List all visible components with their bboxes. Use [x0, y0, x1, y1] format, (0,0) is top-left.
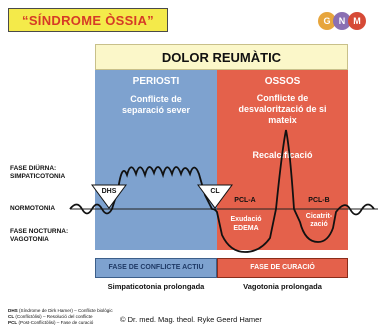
phase-healing-text: FASE DE CURACIÓ — [250, 264, 315, 271]
fase-nocturna-sub: VAGOTONIA — [10, 236, 49, 243]
phase-active-text: FASE DE CONFLICTE ACTIU — [108, 264, 204, 271]
pcl-a-label: PCL-A — [234, 197, 256, 204]
periosti-title: PERIOSTI — [132, 76, 180, 87]
legend-pcl-key: PCL — [8, 320, 18, 325]
header-dolor-reumatic: DOLOR REUMÀTIC — [95, 44, 348, 70]
legend-cl-text: (Conflictòlisi) – Resolució del conflict… — [15, 314, 93, 319]
fase-diurna-sub: SIMPATICOTONIA — [10, 173, 66, 180]
edema-label: EDEMA — [233, 225, 259, 232]
header-text: DOLOR REUMÀTIC — [161, 49, 282, 65]
wave-curve — [69, 129, 375, 253]
dhs-marker — [91, 184, 127, 209]
exudacio-label: Exudació — [230, 216, 262, 223]
legend-dhs: DHS (Síndrome de Dirk Hamer) – Conflicte… — [8, 308, 113, 314]
ossos-title: OSSOS — [264, 76, 301, 87]
logo-letter-n: N — [338, 16, 346, 26]
title-box: “SÍNDROME ÒSSIA” — [8, 8, 168, 32]
legend-cl: CL (Conflictòlisi) – Resolució del confl… — [8, 314, 113, 320]
logo-circle-n: N — [333, 12, 351, 30]
phase-active-bar: FASE DE CONFLICTE ACTIU — [95, 258, 217, 278]
fase-diurna-title: FASE DIÜRNA: — [10, 165, 57, 172]
cl-label: CL — [210, 188, 220, 195]
logo-circle-g: G — [318, 12, 336, 30]
phase-healing-bar: FASE DE CURACIÓ — [217, 258, 348, 278]
fase-nocturna-label: FASE NOCTURNA: VAGOTONIA — [10, 228, 68, 244]
legend: DHS (Síndrome de Dirk Hamer) – Conflicte… — [8, 308, 113, 326]
legend-cl-key: CL — [8, 314, 15, 319]
simpaticotonia-prolongada: Simpaticotonia prolongada — [107, 282, 205, 291]
periosti-text: Conflicte de separació sever — [121, 94, 191, 115]
copyright: © Dr. med. Mag. theol. Ryke Geerd Hamer — [120, 315, 262, 324]
fase-diurna-label: FASE DIÜRNA: SIMPATICOTONIA — [10, 165, 65, 181]
cicatritzacio-label: Cicatrit- zació — [305, 213, 333, 228]
vagotonia-prolongada: Vagotonia prolongada — [243, 282, 322, 291]
legend-dhs-key: DHS — [8, 308, 18, 313]
logo-letter-g: G — [323, 16, 331, 26]
dhs-label: DHS — [101, 188, 117, 195]
ossos-text: Conflicte de desvalorització de si matei… — [238, 93, 327, 125]
logo-letter-m: M — [353, 16, 361, 26]
legend-pcl: PCL (Post-Conflictòlisi) – Fase de curac… — [8, 320, 113, 326]
ossos-panel — [217, 70, 348, 190]
pcl-b-label: PCL-B — [308, 197, 330, 204]
legend-dhs-text: (Síndrome de Dirk Hamer) – Conflicte bio… — [18, 308, 113, 313]
normotonia-label: NORMOTONIA — [10, 205, 56, 212]
legend-pcl-text: (Post-Conflictòlisi) – Fase de curació — [18, 320, 94, 325]
page-title: “SÍNDROME ÒSSIA” — [22, 12, 154, 28]
fase-nocturna-title: FASE NOCTURNA: — [10, 228, 69, 235]
logo-circle-m: M — [348, 12, 366, 30]
cl-marker — [197, 184, 233, 209]
